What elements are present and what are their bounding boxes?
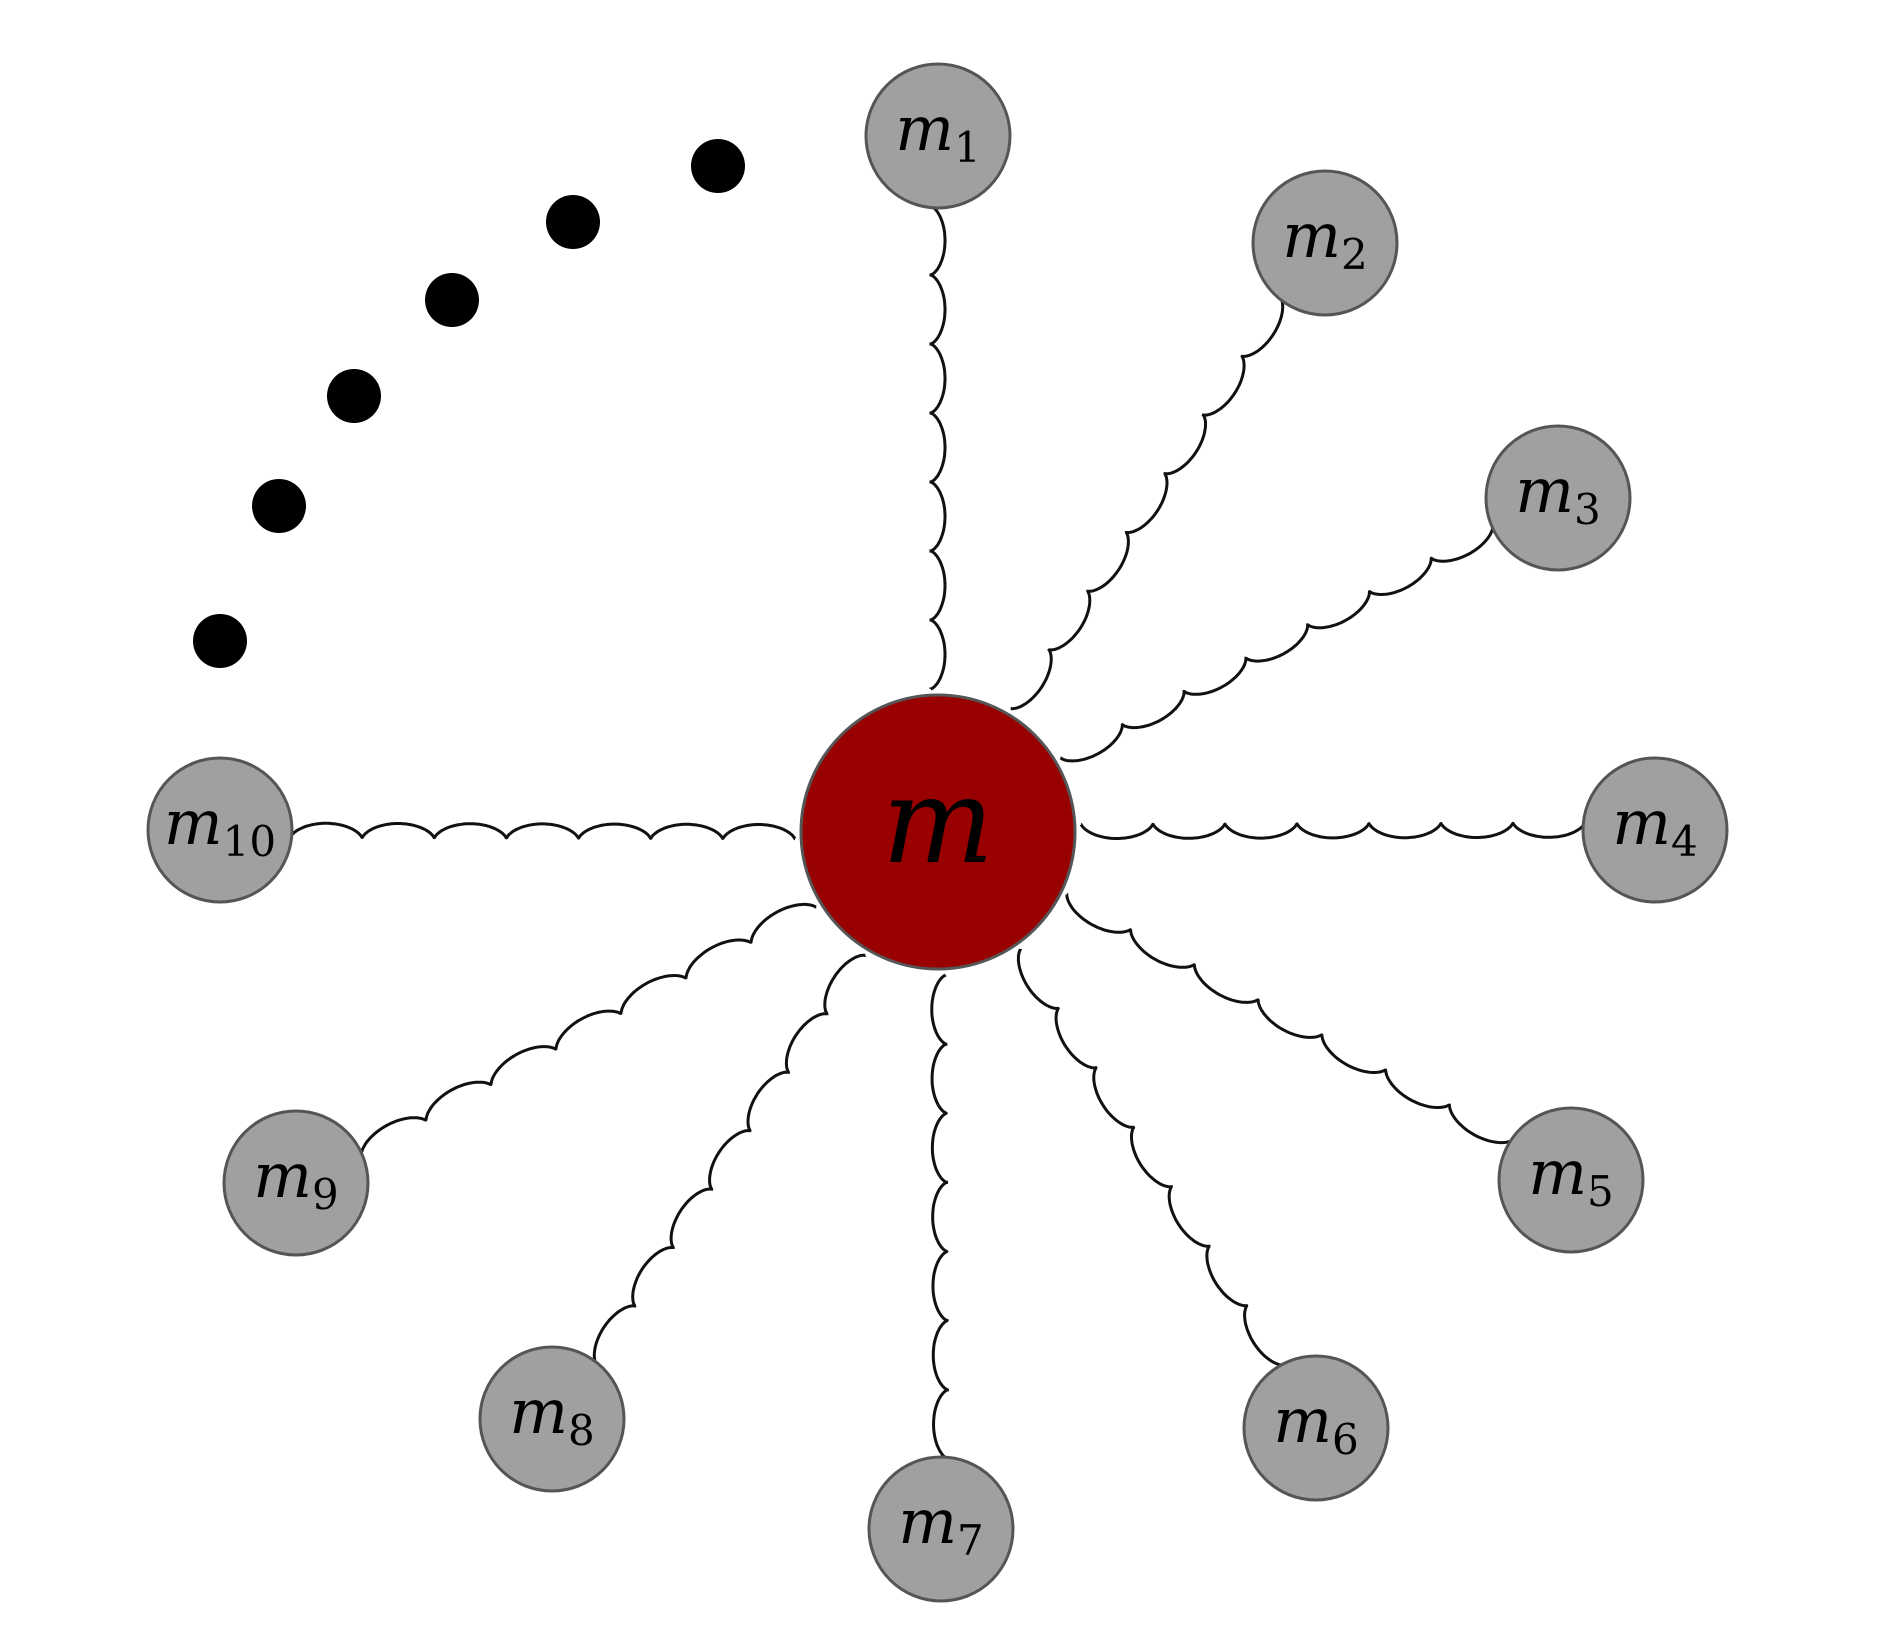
springs	[288, 204, 1587, 1461]
mass-label-9: m	[253, 1139, 312, 1212]
mass-label-2: m	[1282, 199, 1341, 272]
svg-text:m3: m3	[1515, 454, 1601, 534]
mass-label-7: m	[898, 1485, 957, 1558]
spring-1	[929, 204, 947, 691]
mass-node-9: m9	[222, 1109, 370, 1257]
spring-3	[1059, 523, 1495, 763]
spring-4	[1079, 821, 1587, 840]
spring-8	[592, 953, 867, 1365]
mass-subscript-1: 1	[954, 123, 981, 172]
spring-9	[359, 902, 817, 1157]
mass-subscript-5: 5	[1587, 1167, 1614, 1216]
svg-text:m2: m2	[1282, 199, 1368, 279]
satellite-masses: m1 m2 m3 m4 m5	[146, 62, 1729, 1603]
mass-label-8: m	[509, 1375, 568, 1448]
mass-label-10: m	[164, 786, 223, 859]
mass-subscript-6: 6	[1332, 1415, 1359, 1464]
spring-6	[1016, 948, 1285, 1367]
mass-node-8: m8	[478, 1345, 626, 1493]
continuation-dots	[193, 139, 745, 668]
center-mass-label: m	[882, 752, 994, 890]
spring-7	[930, 973, 950, 1461]
mass-node-6: m6	[1242, 1354, 1390, 1502]
ellipsis-dot-5	[252, 479, 306, 533]
svg-text:m5: m5	[1528, 1136, 1614, 1216]
ellipsis-dot-3	[425, 273, 479, 327]
center-mass: m	[799, 693, 1077, 971]
svg-text:m6: m6	[1273, 1384, 1359, 1464]
mass-node-4: m4	[1581, 756, 1729, 904]
mass-node-3: m3	[1484, 424, 1632, 572]
mass-label-4: m	[1612, 786, 1671, 859]
svg-text:m7: m7	[898, 1485, 984, 1565]
svg-text:m4: m4	[1612, 786, 1698, 866]
svg-text:m1: m1	[895, 92, 981, 172]
spring-5	[1065, 893, 1514, 1145]
mass-node-7: m7	[867, 1455, 1015, 1603]
ellipsis-dot-6	[193, 614, 247, 668]
mass-label-5: m	[1528, 1136, 1587, 1209]
mass-label-1: m	[895, 92, 954, 165]
svg-text:m8: m8	[509, 1375, 595, 1455]
mass-subscript-4: 4	[1671, 817, 1698, 866]
svg-text:m10: m10	[164, 786, 276, 866]
mass-subscript-9: 9	[312, 1170, 339, 1219]
mass-subscript-8: 8	[568, 1406, 595, 1455]
ellipsis-dot-1	[691, 139, 745, 193]
mass-node-5: m5	[1497, 1106, 1645, 1254]
mass-label-6: m	[1273, 1384, 1332, 1457]
svg-text:m9: m9	[253, 1139, 339, 1219]
ellipsis-dot-2	[546, 195, 600, 249]
mass-node-2: m2	[1251, 169, 1399, 317]
ellipsis-dot-4	[327, 369, 381, 423]
spring-2	[1010, 297, 1285, 711]
mass-subscript-2: 2	[1341, 230, 1368, 279]
mass-label-3: m	[1515, 454, 1574, 527]
spring-10	[288, 821, 797, 841]
mass-node-1: m1	[864, 62, 1012, 210]
mass-subscript-3: 3	[1574, 485, 1601, 534]
mass-subscript-7: 7	[957, 1516, 984, 1565]
mass-node-10: m10	[146, 756, 294, 904]
mass-subscript-10: 10	[223, 817, 276, 866]
